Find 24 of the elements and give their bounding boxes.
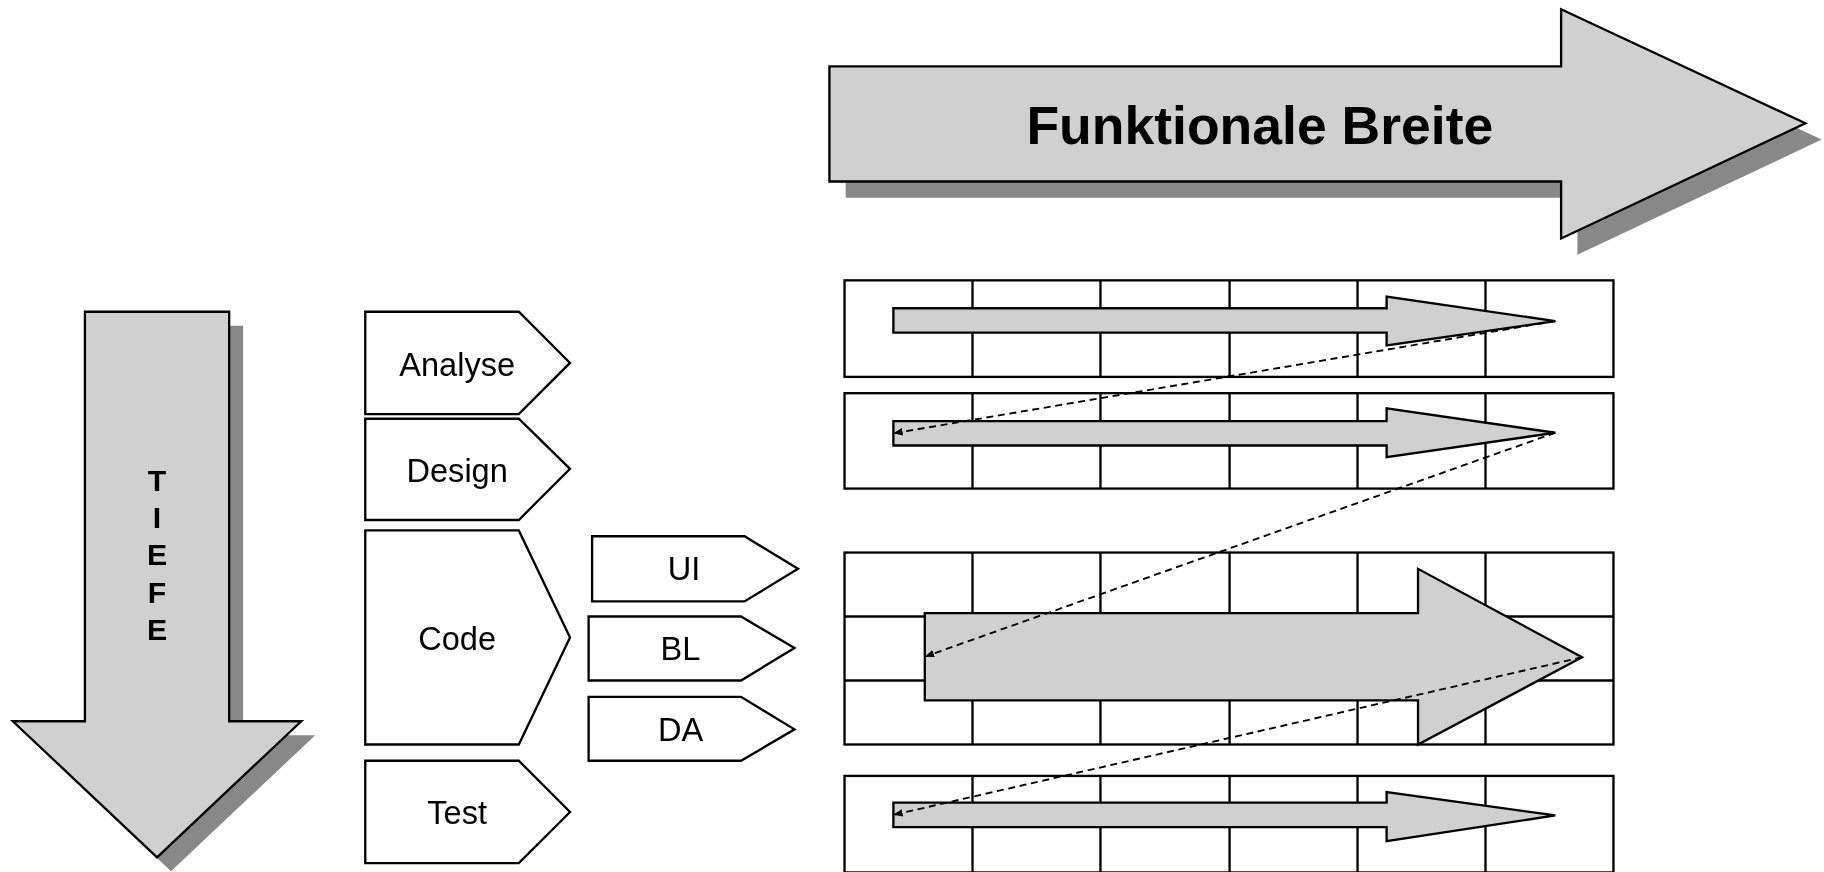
connector [923, 431, 1557, 658]
phase-tag [364, 759, 572, 865]
banner-label: Funktionale Breite [1026, 98, 1494, 153]
phase-tag [587, 615, 796, 682]
phase-tag [364, 310, 572, 416]
step-label: Test [427, 796, 488, 830]
step-label: DA [657, 714, 704, 747]
phase-tag [364, 417, 572, 522]
connector [892, 320, 1557, 436]
connector [892, 656, 1583, 817]
step-label: UI [667, 553, 701, 587]
banner-shape [828, 8, 1823, 256]
step-label: Code [418, 623, 497, 657]
pointer-shape [892, 791, 1557, 843]
pointer-shape [892, 407, 1557, 459]
banner-shape [11, 310, 317, 872]
phase-tag [364, 529, 572, 746]
pointer-shape [923, 567, 1584, 746]
step-label: BL [660, 632, 701, 666]
step-label: Analyse [399, 349, 516, 382]
phase-tag [590, 535, 800, 603]
step-label: Design [406, 454, 508, 488]
banner-label: TIEFE [141, 463, 173, 650]
phase-tag [587, 695, 796, 762]
